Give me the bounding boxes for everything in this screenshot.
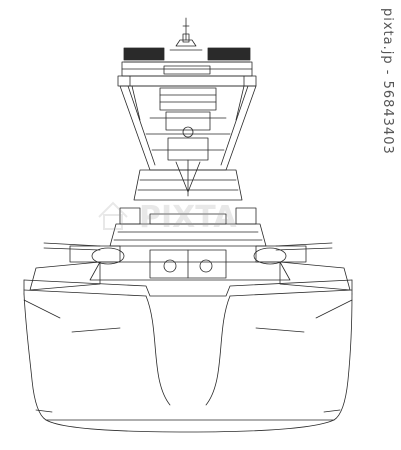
main-turret-area [29, 249, 351, 291]
secondary-batteries [43, 242, 333, 265]
pixta-house-logo-icon [98, 201, 128, 230]
deck-railing [23, 279, 353, 297]
hull [23, 293, 353, 433]
watermark-text: PIXTA [139, 200, 237, 235]
upper-bridge [117, 61, 257, 87]
pagoda-tower [119, 85, 257, 197]
pixta-watermark: PIXTA [98, 200, 237, 235]
radar-antennas [123, 47, 251, 63]
stock-id-credit: pixta.jp - 56843403 [380, 8, 395, 155]
mast [169, 17, 203, 51]
